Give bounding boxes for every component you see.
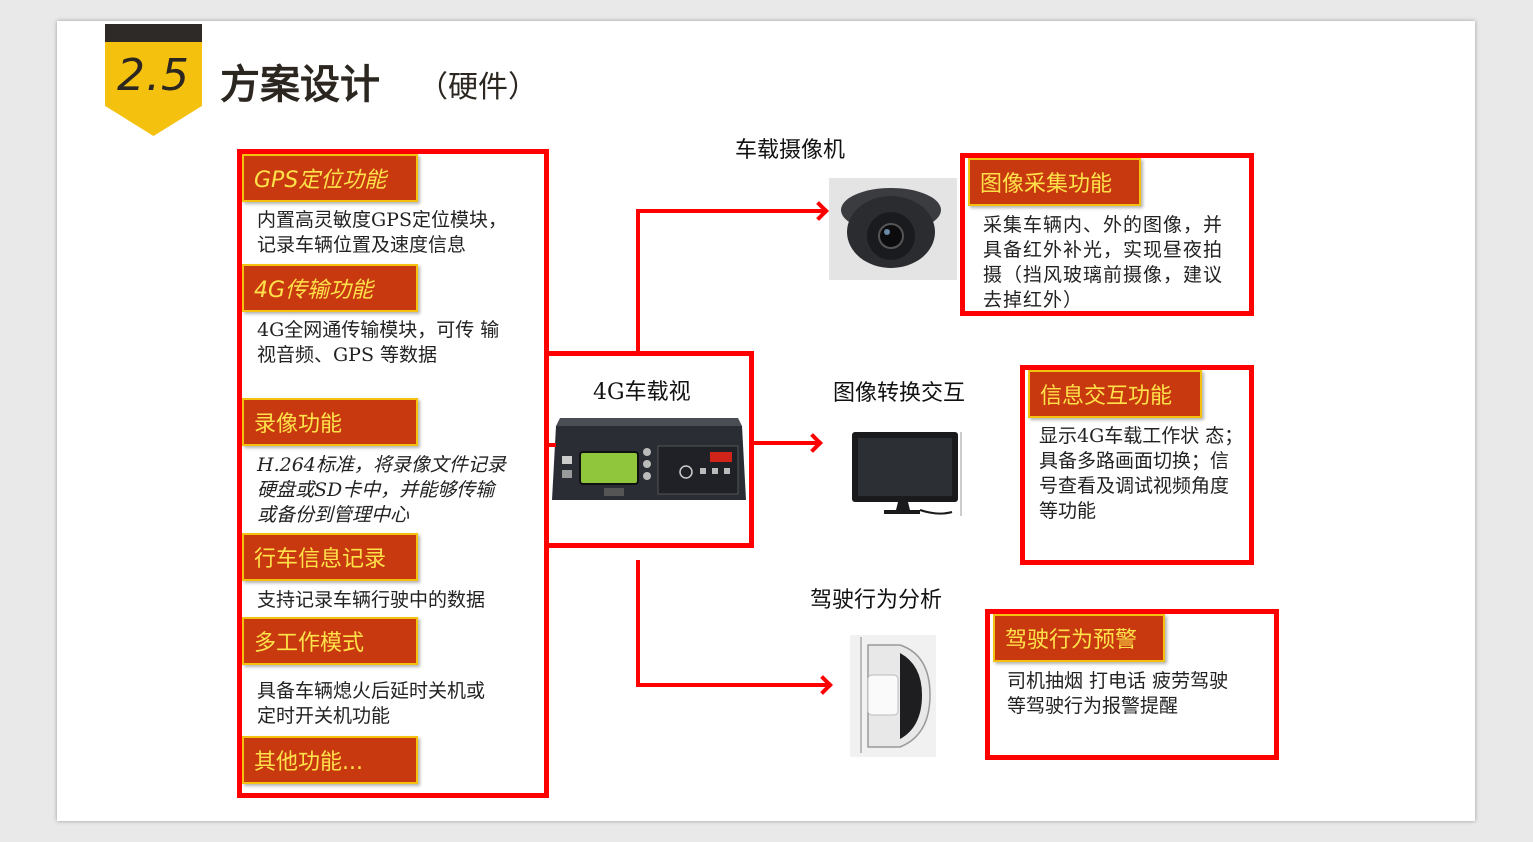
feature-desc-driving-record: 支持记录车辆行驶中的数据 [257, 589, 486, 611]
adas-feature-box [985, 609, 1279, 760]
monitor-image [852, 432, 962, 516]
connector-bottom-vertical [636, 560, 640, 687]
camera-label: 车载摄像机 [735, 138, 846, 163]
camera-feature-box [960, 153, 1254, 316]
page-title: 方案设计 [220, 62, 380, 108]
adas-sensor-image [850, 635, 936, 757]
connector-top-horizontal [636, 209, 824, 213]
monitor-label: 图像转换交互 [833, 381, 966, 406]
monitor-feature-tag: 信息交互功能 [1028, 370, 1202, 418]
dvr-label: 4G车载视 [593, 380, 691, 405]
feature-desc-record: H.264标准，将录像文件记录 硬盘或SD卡中，并能够传输 或备份到管理中心 [257, 454, 506, 526]
section-number: 2.5 [117, 50, 190, 101]
feature-tag-multi-mode: 多工作模式 [242, 617, 418, 665]
header-bar [105, 24, 202, 42]
page-subtitle: （硬件） [418, 70, 538, 105]
feature-tag-gps: GPS定位功能 [242, 154, 418, 202]
connector-top-vertical [636, 209, 640, 353]
feature-desc-4g: 4G全网通传输模块，可传 输 视音频、GPS 等数据 [257, 319, 500, 366]
feature-desc-gps: 内置高灵敏度GPS定位模块， 记录车辆位置及速度信息 [257, 209, 507, 256]
adas-feature-tag: 驾驶行为预警 [993, 614, 1165, 662]
dvr-device-image [552, 418, 746, 500]
adas-feature-desc: 司机抽烟 打电话 疲劳驾驶 等驾驶行为报警提醒 [1007, 670, 1229, 717]
connector-middle [752, 441, 818, 445]
monitor-feature-desc: 显示4G车载工作状 态； 具备多路画面切换；信 号查看及调试视频角度 等功能 [1039, 425, 1244, 522]
monitor-feature-box [1020, 365, 1254, 565]
connector-left [548, 443, 556, 447]
feature-desc-multi-mode: 具备车辆熄火后延时关机或 定时开关机功能 [257, 680, 486, 727]
adas-label: 驾驶行为分析 [810, 588, 943, 613]
dvr-box [544, 351, 754, 548]
feature-tag-other: 其他功能... [242, 736, 418, 784]
camera-feature-tag: 图像采集功能 [968, 158, 1141, 206]
connector-bottom-horizontal [636, 683, 828, 687]
feature-tag-record: 录像功能 [242, 398, 418, 446]
camera-feature-desc: 采集车辆内、外的图像，并 具备红外补光，实现昼夜拍 摄（挡风玻璃前摄像，建议 去… [983, 214, 1224, 309]
dome-camera-image [829, 178, 957, 280]
feature-tag-4g: 4G传输功能 [242, 264, 418, 312]
feature-tag-driving-record: 行车信息记录 [242, 533, 418, 581]
